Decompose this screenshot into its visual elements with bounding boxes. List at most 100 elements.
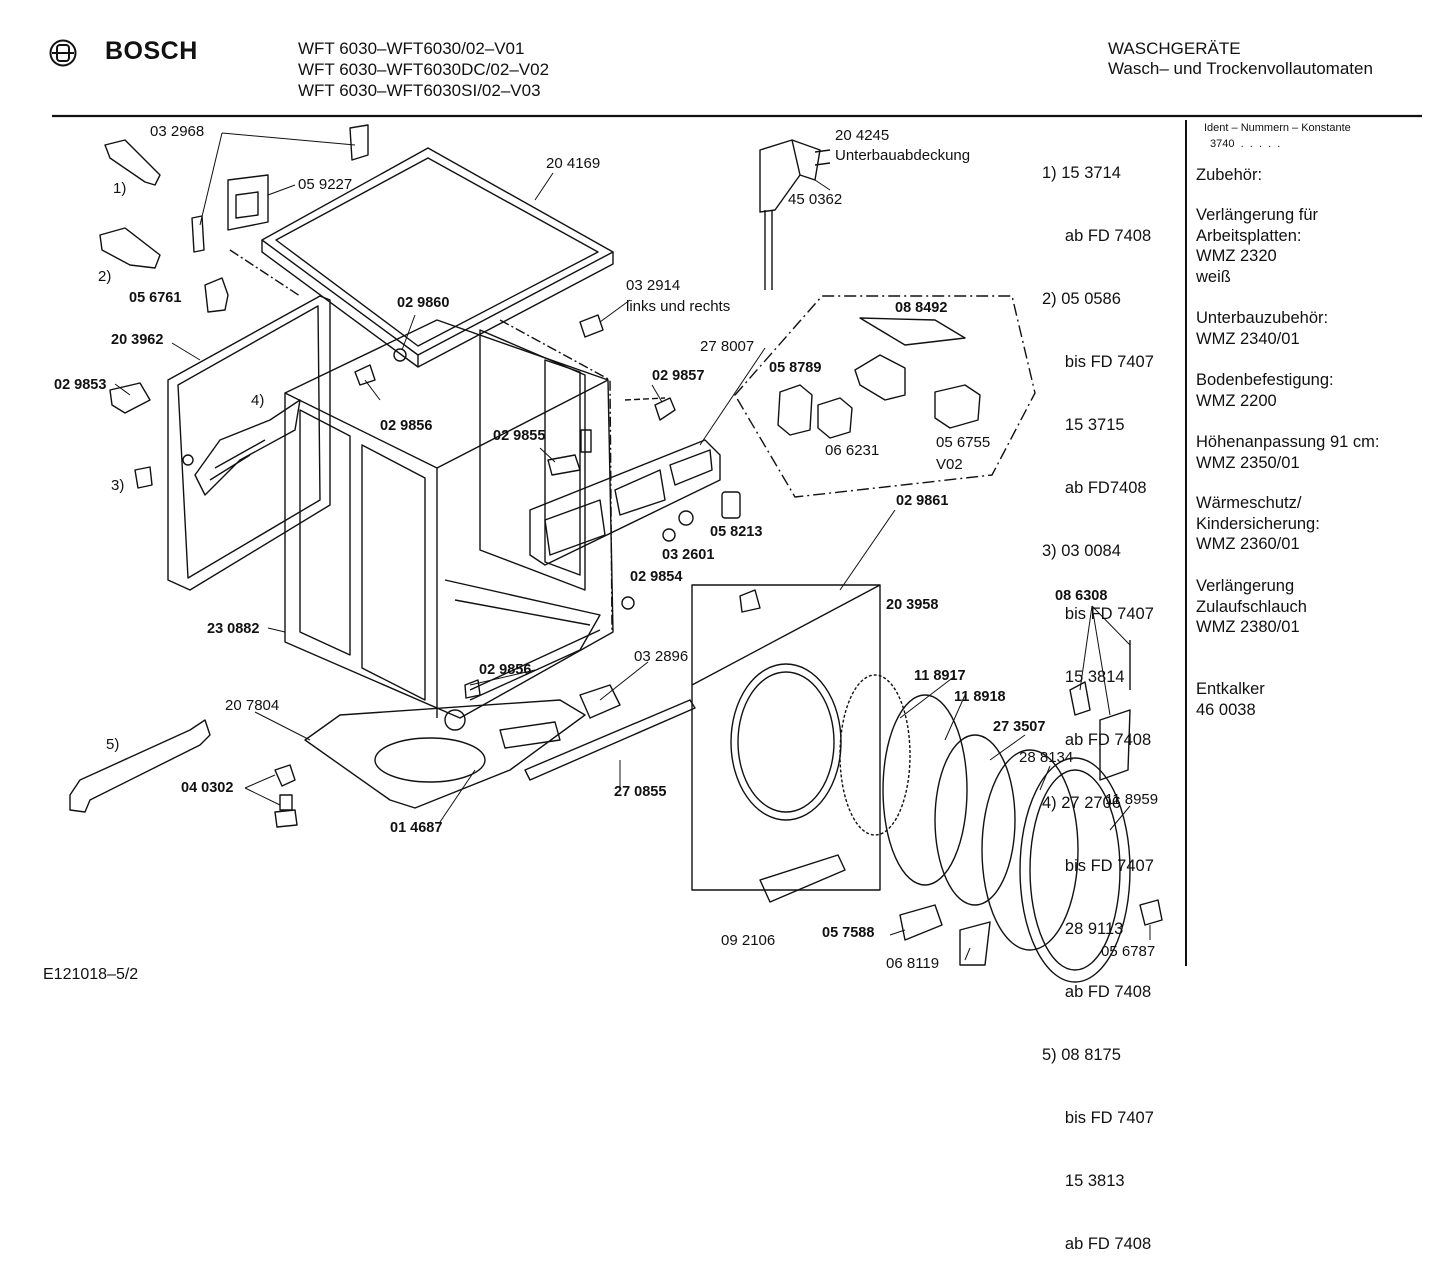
marker-2: 2) (98, 268, 112, 285)
accessory-line: Entkalker (1196, 680, 1265, 698)
label-450362: 45 0362 (788, 191, 843, 208)
model-line-3: WFT 6030–WFT6030SI/02–V03 (298, 81, 541, 100)
damper-part (104, 139, 161, 186)
bracket-part (109, 382, 151, 414)
marker-3: 3) (111, 477, 125, 494)
marker-1: 1) (113, 180, 127, 197)
footnote-line: 1) 15 3714 (1042, 164, 1121, 182)
label-203958: 20 3958 (886, 597, 939, 613)
category-title: WASCHGERÄTE (1108, 39, 1241, 58)
hinge-part (1069, 681, 1091, 716)
cap-part (621, 596, 635, 610)
footnote-line: 3) 03 0084 (1042, 542, 1121, 560)
label-032914: 03 2914 (626, 277, 681, 294)
footnote-line: 28 9113 (1042, 920, 1124, 938)
label-029857: 02 9857 (652, 368, 705, 384)
label-040302: 04 0302 (181, 780, 234, 796)
control-panel-part (529, 397, 721, 566)
pressure-switch-part (204, 277, 229, 313)
label-068119: 06 8119 (886, 955, 940, 972)
accessory-line: Verlängerung für (1196, 206, 1319, 224)
footnote-line: ab FD 7408 (1042, 731, 1152, 749)
exploded-view-drawing (52, 114, 1422, 983)
footnote-line: 4) 27 2706 (1042, 794, 1121, 812)
label-059227: 05 9227 (298, 176, 353, 193)
label-058213: 05 8213 (710, 524, 763, 540)
bolt-part (274, 764, 296, 787)
footnote-line: bis FD 7407 (1042, 857, 1154, 875)
bosch-logo-icon (48, 38, 78, 68)
door-seal-part (839, 674, 911, 836)
accessory-line: Arbeitsplatten: (1196, 226, 1302, 245)
door-frame-part (981, 749, 1079, 951)
footnotes: 1) 15 3714 ab FD 7408 2) 05 0586 bis FD … (1042, 121, 1154, 1276)
label-057588: 05 7588 (822, 925, 875, 941)
switch-part (227, 174, 269, 231)
accessory-line: Zulaufschlauch (1196, 597, 1307, 616)
accessory-line: Kindersicherung: (1196, 514, 1320, 533)
label-230882: 23 0882 (207, 621, 260, 637)
accessory-line: Verlängerung (1196, 577, 1295, 595)
brand-name: BOSCH (105, 37, 198, 65)
footnote-line: 2) 05 0586 (1042, 290, 1121, 308)
accessory-worktop: Verlängerung für Arbeitsplatten: WMZ 232… (1196, 205, 1318, 287)
accessory-line: 46 0038 (1196, 700, 1256, 719)
category-subtitle: Wasch– und Trockenvollautomaten (1108, 59, 1373, 78)
model-line-2: WFT 6030–WFT6030DC/02–V02 (298, 60, 550, 79)
damper-2-part (99, 227, 161, 269)
electronics-parts (777, 317, 981, 439)
model-line-1: WFT 6030–WFT6030/02–V01 (298, 39, 525, 58)
label-029853: 02 9853 (54, 377, 107, 393)
marker-5: 5) (106, 736, 120, 753)
ident-title: Ident – Nummern – Konstante (1204, 122, 1351, 134)
footnote-line: 15 3715 (1042, 416, 1125, 434)
label-056761: 05 6761 (129, 290, 182, 306)
accessory-floor-mount: Bodenbefestigung: WMZ 2200 (1196, 370, 1334, 411)
footnote-line: bis FD 7407 (1042, 605, 1154, 623)
accessory-hose: Verlängerung Zulaufschlauch WMZ 2380/01 (1196, 576, 1307, 638)
worktop-part (261, 147, 614, 368)
accessory-line: Bodenbefestigung: (1196, 371, 1334, 389)
wrench-icon (69, 719, 211, 813)
label-086308: 08 6308 (1055, 588, 1108, 604)
base-plate-part (304, 699, 586, 809)
accessory-line: WMZ 2200 (1196, 391, 1277, 410)
label-066231: 06 6231 (825, 442, 880, 459)
label-088492: 08 8492 (895, 300, 948, 316)
dispenser-part (759, 854, 846, 903)
door-glass-part (934, 734, 1016, 906)
label-029854: 02 9854 (630, 569, 683, 585)
label-278007: 27 8007 (700, 338, 755, 355)
label-204245: 20 4245 (835, 127, 890, 144)
label-203962: 20 3962 (111, 332, 164, 348)
footnote-line: ab FD 7408 (1042, 1235, 1152, 1253)
label-273507: 27 3507 (993, 719, 1046, 735)
label-270855: 27 0855 (614, 784, 667, 800)
marker-4: 4) (251, 392, 265, 409)
label-014687: 01 4687 (390, 820, 443, 836)
label-unterbauabdeckung: Unterbauabdeckung (835, 147, 971, 164)
label-288134: 28 8134 (1019, 749, 1074, 766)
nut-part (678, 510, 694, 526)
footnote-line: 15 3813 (1042, 1172, 1125, 1190)
accessory-line: weiß (1196, 267, 1231, 286)
label-058789: 05 8789 (769, 360, 822, 376)
accessory-line: WMZ 2340/01 (1196, 329, 1300, 348)
label-032601: 03 2601 (662, 547, 715, 563)
accessory-line: WMZ 2320 (1196, 247, 1277, 265)
label-links-und-rechts: links und rechts (626, 298, 731, 315)
accessory-line: Wärmeschutz/ (1196, 494, 1302, 512)
accessory-underbuild: Unterbauzubehör: WMZ 2340/01 (1196, 308, 1328, 349)
footnote-line: 15 3814 (1042, 668, 1125, 686)
rear-panel-part (167, 295, 331, 591)
label-118917: 11 8917 (914, 668, 966, 684)
document-code: E121018–5/2 (43, 966, 139, 983)
label-v02: V02 (936, 456, 963, 473)
front-panel-part (691, 584, 881, 891)
footnote-line: ab FD 7408 (1042, 227, 1152, 245)
footnote-line: 5) 08 8175 (1042, 1046, 1121, 1064)
seal-part (721, 491, 741, 519)
label-092106: 09 2106 (721, 932, 776, 949)
label-029861: 02 9861 (896, 493, 949, 509)
accessory-line: Unterbauzubehör: (1196, 309, 1329, 327)
